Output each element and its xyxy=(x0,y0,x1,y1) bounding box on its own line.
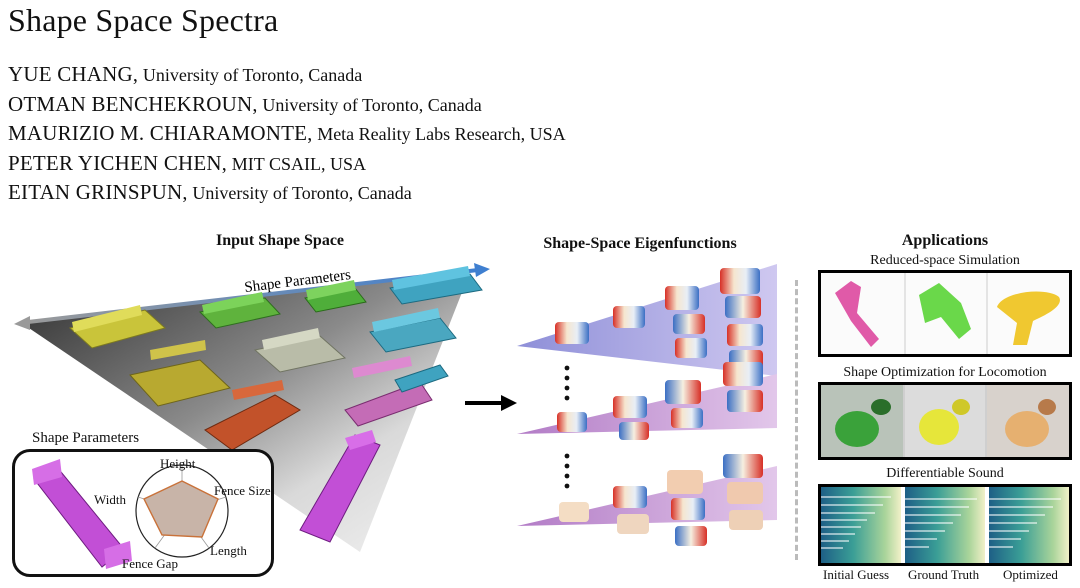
spectrogram-initial xyxy=(821,487,901,563)
app-locomotion-panel xyxy=(818,382,1072,460)
author-affiliation: University of Toronto, Canada xyxy=(142,65,363,85)
green-deformed-shape xyxy=(919,283,971,339)
yellow-frog-shape xyxy=(919,409,959,445)
radar-axis-fence-gap: Fence Gap xyxy=(122,556,178,571)
shape-magenta-long xyxy=(299,430,381,543)
shape-green-1 xyxy=(198,292,281,329)
spectrogram-optimized xyxy=(989,487,1069,563)
green-frog-shape xyxy=(835,411,879,447)
app-reduced-simulation-label: Reduced-space Simulation xyxy=(870,253,1020,268)
simulation-renders xyxy=(835,273,1060,354)
app-sound-label: Differentiable Sound xyxy=(886,466,1004,481)
shape-teal-2 xyxy=(369,308,457,353)
shape-pink-1 xyxy=(344,356,433,427)
sound-label-ground-truth: Ground Truth xyxy=(908,567,980,582)
author-affiliation: University of Toronto, Canada xyxy=(262,94,482,115)
dashed-separator xyxy=(795,280,798,560)
shape-yellow-2 xyxy=(129,340,232,407)
arrow-head-right xyxy=(474,263,490,277)
ellipsis-dots-2 xyxy=(564,453,570,489)
shape-teal-3 xyxy=(394,364,449,393)
eigen-slab-1 xyxy=(517,264,777,376)
app-sound-panel xyxy=(818,484,1072,566)
author-name: MAURIZIO M. CHIARAMONTE xyxy=(8,121,308,145)
orange-frog-shape xyxy=(1005,411,1049,447)
magenta-shape-icon xyxy=(32,459,132,569)
author-affiliation: University of Toronto, Canada xyxy=(192,183,412,203)
sound-label-initial: Initial Guess xyxy=(823,567,890,582)
radar-polygon xyxy=(143,480,219,538)
right-arrow-icon xyxy=(465,395,517,411)
spectrogram-renders xyxy=(821,487,1069,563)
input-shape-space-figure: Shape Parameters xyxy=(14,263,490,552)
author-affiliation: Meta Reality Labs Research, USA xyxy=(317,124,566,144)
author-5: EITAN GRINSPUN, University of Toronto, C… xyxy=(8,180,412,204)
paper-title: Shape Space Spectra xyxy=(8,2,279,38)
yellow-deformed-shape xyxy=(997,291,1060,345)
eigen-tiles-row-3 xyxy=(559,454,763,546)
author-list: YUE CHANG, University of Toronto, Canada… xyxy=(8,62,566,210)
author-affiliation: MIT CSAIL, USA xyxy=(231,153,366,174)
arrow-head-left xyxy=(14,316,30,330)
app-locomotion-label: Shape Optimization for Locomotion xyxy=(843,365,1047,380)
eigen-tiles-row-2 xyxy=(557,362,763,440)
author-name: EITAN GRINSPUN xyxy=(8,180,183,204)
ellipsis-dots-1 xyxy=(564,365,570,401)
author-4: PETER YICHEN CHEN, MIT CSAIL, USA xyxy=(8,150,366,175)
sound-label-optimized: Optimized xyxy=(1003,567,1058,582)
author-name: YUE CHANG xyxy=(8,62,133,86)
author-name: PETER YICHEN CHEN xyxy=(8,150,222,175)
spectrogram-ground-truth xyxy=(905,487,985,563)
pink-deformed-shape xyxy=(835,281,879,347)
eigenfunctions-figure xyxy=(517,264,777,546)
input-shape-space-heading: Input Shape Space xyxy=(215,232,345,249)
radar-axis-height: Height xyxy=(160,456,196,471)
radar-axis-width: Width xyxy=(94,492,126,507)
radar-axis-fence-size: Fence Size xyxy=(214,483,271,498)
shape-green-2 xyxy=(304,280,367,313)
author-3: MAURIZIO M. CHIARAMONTE, Meta Reality La… xyxy=(8,121,566,145)
author-1: YUE CHANG, University of Toronto, Canada xyxy=(8,62,363,86)
radar-axis-length: Length xyxy=(210,543,247,558)
shape-teal-1 xyxy=(389,266,483,305)
author-2: OTMAN BENCHEKROUN, University of Toronto… xyxy=(8,91,482,116)
applications-heading: Applications xyxy=(901,232,989,249)
inset-title: Shape Parameters xyxy=(32,430,140,446)
inset-graphics xyxy=(32,459,229,569)
eigen-tiles-row-1 xyxy=(555,268,763,370)
shape-orange-1 xyxy=(204,380,301,451)
app-reduced-simulation-panel xyxy=(818,270,1072,357)
shape-gray-1 xyxy=(253,328,347,373)
locomotion-renders xyxy=(821,385,1069,457)
shape-yellow-1 xyxy=(68,305,167,349)
eigenfunctions-heading: Shape-Space Eigenfunctions xyxy=(543,235,737,252)
author-name: OTMAN BENCHEKROUN xyxy=(8,91,253,116)
